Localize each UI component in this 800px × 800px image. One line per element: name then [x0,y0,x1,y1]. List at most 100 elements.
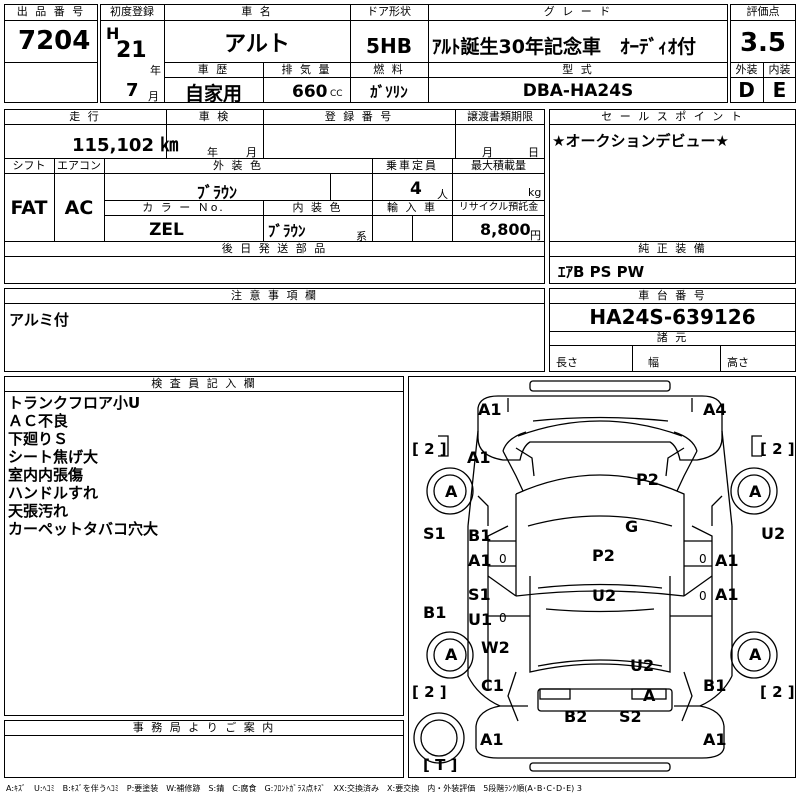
exterior-grade: D [738,78,755,102]
month-unit: 月 [148,90,159,103]
tire-rear-left: A [445,645,458,664]
year-unit: 年 [150,64,161,77]
damage-code: W2 [481,638,510,657]
door-type: 5HB [366,34,412,58]
shift-label: シフト [12,159,46,172]
capacity-unit: 人 [437,188,448,201]
recycle: 8,800 [480,220,531,239]
int-color: ﾌﾞﾗｳﾝ [268,222,306,240]
damage-code: U2 [592,586,617,605]
car-outline [413,380,778,772]
zero-mark: 0 [699,552,707,566]
lot-number-label: 出 品 番 号 [16,5,86,18]
caution: アルミ付 [9,311,69,329]
damage-code: S2 [619,707,642,726]
height-label: 高さ [727,356,749,369]
color-no: ZEL [149,220,184,240]
exterior-label: 外装 [735,63,758,76]
spare-tire-label: [ T ] [423,756,458,774]
tire-count: [ 2 ] [760,683,795,701]
tire-count: [ 2 ] [412,683,447,701]
remark-line: 天張汚れ [8,502,69,520]
displacement-label: 排 気 量 [281,63,332,76]
tire-count: [ 2 ] [412,440,447,458]
damage-code: B1 [703,676,727,695]
length-label: 長さ [556,356,578,369]
color-no-label: カ ラ ー Ｎo. [142,201,225,214]
main-info-box [4,109,545,284]
int-color-label: 内 装 色 [292,201,343,214]
name-label: 車 名 [241,5,273,18]
zero-mark: 0 [499,552,507,566]
damage-code: C1 [481,676,504,695]
ext-color: ﾌﾞﾗｳﾝ [196,183,237,202]
chassis-label: 車 台 番 号 [638,289,707,302]
spec-label: 諸 元 [656,331,689,344]
remark-line: 下廻りＳ [8,430,69,448]
lot-number: 7204 [18,26,91,56]
chassis-number: HA24S-639126 [589,305,756,329]
fuel-label: 燃 料 [373,63,405,76]
capacity-label: 乗車定員 [386,159,438,172]
tire-front-right: A [749,482,762,501]
damage-legend: A:ｷｽﾞ U:ﾍｺﾐ B:ｷｽﾞを伴うﾍｺﾐ P:要塗装 W:補修跡 S:錆 … [6,784,582,793]
history: 自家用 [184,83,242,105]
inspection-label: 車 検 [198,110,231,123]
sales-point-box [549,109,796,284]
door-label: ドア形状 [367,5,411,18]
damage-code: P2 [636,470,659,489]
grade: ｱﾙﾄ誕生30年記念車 ｵｰﾃﾞｨｵ付 [432,36,696,58]
score-label: 評価点 [746,5,780,18]
sales-point: ★オークションデビュー★ [552,132,729,150]
import-label: 輸 入 車 [387,201,437,214]
damage-code: A1 [715,585,739,604]
int-color-unit: 系 [356,230,367,243]
zero-mark: 0 [499,611,507,625]
year: 21 [116,38,147,63]
remark-line: 室内内張傷 [8,466,84,484]
remark-line: シート焦げ大 [8,448,99,466]
interior-grade: E [772,78,787,102]
capacity: 4 [410,179,422,199]
chassis-box [549,288,796,372]
shift: FAT [10,197,48,219]
damage-code: A1 [467,448,491,467]
load-label: 最大積載量 [471,159,526,172]
damage-code: B1 [423,603,447,622]
transfer-month-unit: 月 [482,146,493,159]
reg-no-label: 登 録 番 号 [324,110,394,123]
inspector-label: 検 査 員 記 入 欄 [151,377,257,390]
remark-line: ＡＣ不良 [8,412,69,430]
recycle-label: リサイクル預託金 [458,202,539,213]
interior-label: 内装 [768,63,791,76]
damage-code: S1 [423,524,446,543]
ext-color-label: 外 装 色 [213,159,263,172]
displacement: 660 [292,82,328,102]
month: 7 [126,80,139,101]
damage-code: A1 [703,730,727,749]
tire-count: [ 2 ] [760,440,795,458]
damage-code: U2 [761,524,786,543]
equipment: ｴｱB PS PW [558,263,645,281]
transfer-label: 譲渡書類期限 [467,110,533,123]
damage-code: U1 [468,610,493,629]
damage-code: A1 [480,730,504,749]
equipment-label: 純 正 装 備 [638,242,707,255]
damage-code: S1 [468,585,491,604]
later-parts-label: 後 日 発 送 部 品 [221,242,328,255]
model: DBA-HA24S [522,81,634,101]
mileage-label: 走 行 [69,110,101,123]
load-unit: kg [528,186,542,199]
grade-label: グ レ ー ド [543,5,613,18]
ac: AC [64,197,94,219]
inspector-box [4,376,404,716]
fuel: ｶﾞｿﾘﾝ [370,83,408,101]
damage-code: A1 [715,551,739,570]
damage-code: B1 [468,526,492,545]
office-box [4,720,404,778]
caution-box [4,288,545,372]
recycle-unit: 円 [530,229,541,242]
first-reg-label: 初度登録 [110,5,154,18]
model-label: 型 式 [562,63,594,76]
history-label: 車 歴 [197,63,230,76]
